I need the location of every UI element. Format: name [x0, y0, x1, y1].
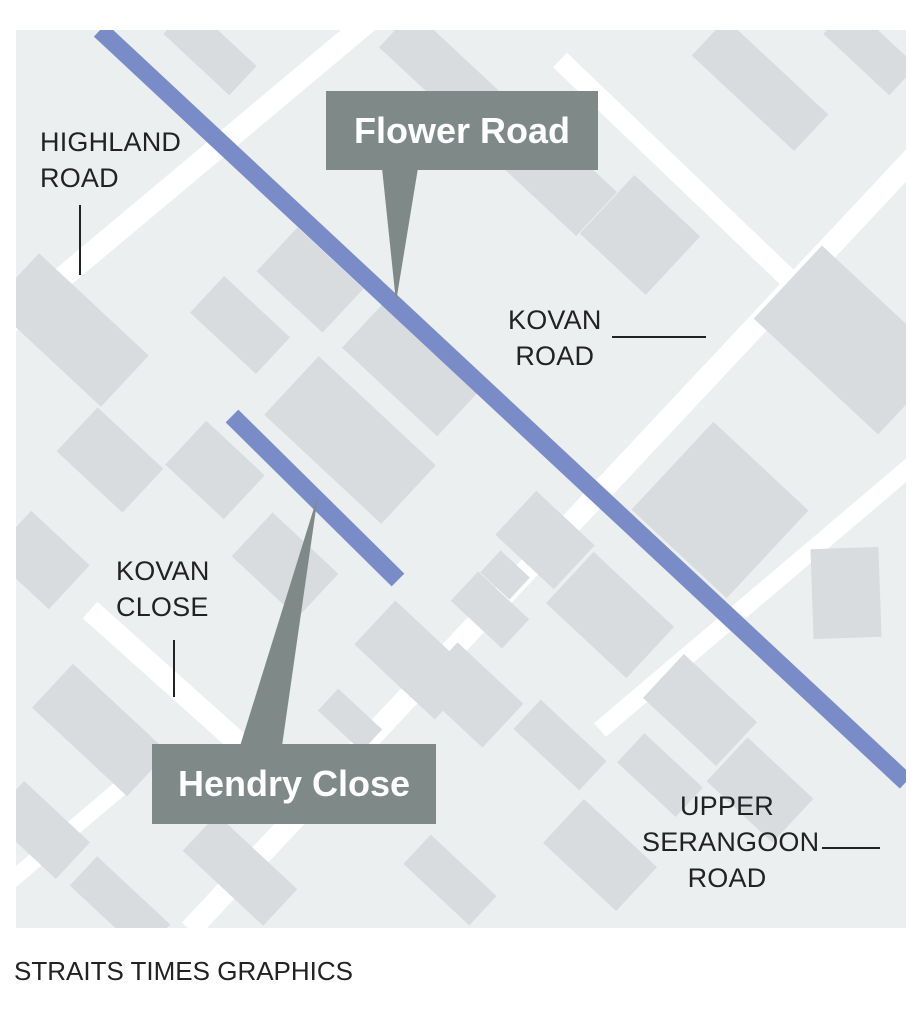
building: [163, 30, 257, 96]
building: [450, 571, 530, 649]
building: [264, 356, 436, 524]
building: [810, 546, 882, 640]
building: [190, 276, 290, 374]
hendry-close-callout: Hendry Close: [152, 744, 436, 824]
kovan-close-label: KOVAN CLOSE: [116, 553, 210, 625]
building: [579, 175, 701, 295]
building: [691, 30, 829, 152]
label-line: HIGHLAND: [40, 127, 182, 157]
building: [706, 737, 814, 843]
building: [231, 512, 339, 618]
building: [513, 699, 607, 791]
label-line: UPPER: [679, 791, 775, 821]
building: [495, 490, 595, 590]
label-line: ROAD: [687, 863, 767, 893]
street: [594, 458, 906, 737]
building: [32, 663, 168, 797]
label-line: KOVAN: [508, 305, 602, 335]
building: [16, 510, 90, 610]
building: [16, 781, 90, 879]
building: [617, 733, 703, 817]
label-line: ROAD: [40, 163, 119, 193]
label-line: KOVAN: [116, 556, 210, 586]
building: [182, 814, 298, 926]
building: [165, 420, 265, 520]
flower-road-pointer: [382, 168, 418, 302]
leader-lines: [79, 205, 880, 849]
graphics-credit: STRAITS TIMES GRAPHICS: [14, 956, 354, 986]
flower-road-line: [93, 30, 906, 789]
street: [553, 52, 797, 288]
upper-serangoon-road-label: UPPER SERANGOON ROAD: [642, 788, 820, 896]
hendry-close-pointer: [240, 495, 318, 746]
flower-road-callout: Flower Road: [326, 91, 598, 170]
building: [317, 688, 383, 752]
building: [823, 30, 906, 96]
building: [56, 407, 164, 513]
kovan-road-label: KOVAN ROAD: [508, 302, 602, 374]
label-line: SERANGOON: [642, 827, 820, 857]
building: [480, 550, 530, 600]
hendry-close-line: [225, 409, 405, 587]
building: [631, 421, 809, 599]
label-line: ROAD: [515, 341, 595, 371]
building: [542, 798, 658, 912]
building: [342, 303, 478, 437]
building: [403, 834, 497, 926]
building: [642, 653, 758, 767]
building: [69, 856, 171, 928]
building: [16, 253, 149, 407]
building: [256, 227, 364, 333]
building: [753, 245, 906, 435]
highland-road-label: HIGHLAND ROAD: [40, 124, 181, 196]
label-line: CLOSE: [116, 592, 209, 622]
building: [545, 551, 675, 679]
building: [416, 642, 524, 748]
